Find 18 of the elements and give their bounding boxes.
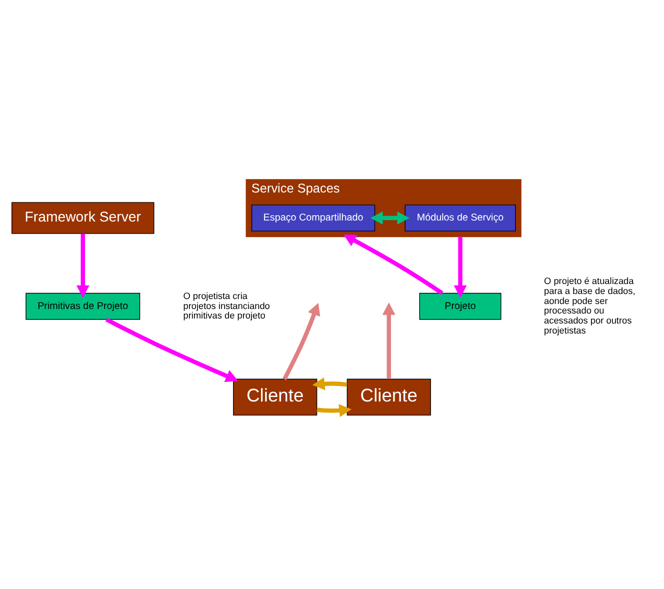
arrow [454,236,467,298]
node-box: Projeto [419,292,502,320]
node-box: Primitivas de Projeto [26,292,140,320]
arrow [76,234,90,298]
arrow [282,302,320,380]
node-box: Espaço Compartilhado [251,204,376,232]
node-box: Módulos de Serviço [404,204,516,232]
label: O projeto é atualizada para a base de dados, aonde pode ser processado ou acessados por outros projetistas [544,276,636,336]
arrow [344,234,444,295]
label: O projetista cria projetos instanciando primitivas de projeto [183,290,270,321]
arrow [316,404,352,417]
arrow [105,318,238,382]
node-box: Framework Server [12,202,154,234]
arrow [382,302,396,380]
arrow [312,377,348,390]
node-box: Cliente [346,378,431,416]
arrow [370,212,410,224]
node-box: Cliente [233,378,318,416]
